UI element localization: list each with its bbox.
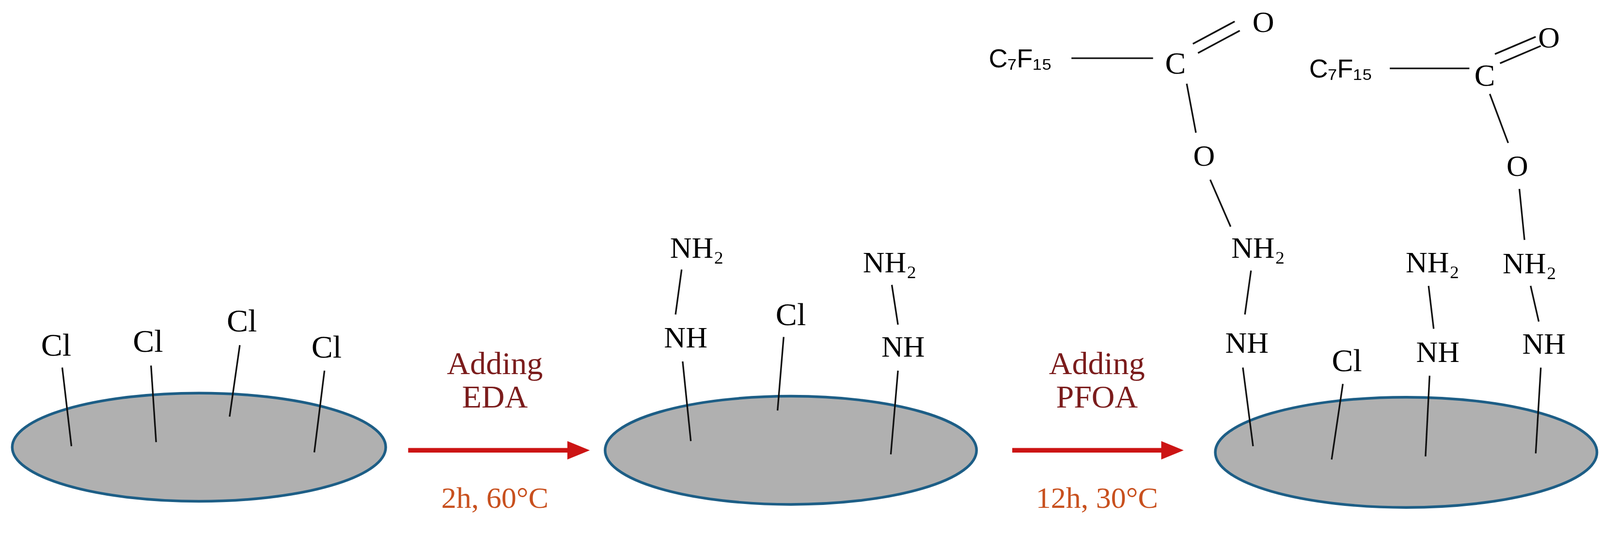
perfluoro-chain: C₇F₁₅ <box>988 44 1053 73</box>
amine-group: NH <box>881 331 926 363</box>
perfluoro-chain: C₇F₁₅ <box>1309 54 1373 83</box>
chlorine-group: Cl <box>132 324 163 358</box>
amine-group: NH₂ <box>1231 232 1286 264</box>
condition-label: 2h, 60°C <box>441 482 549 515</box>
amine-group: NH₂ <box>1502 247 1557 280</box>
particle <box>605 396 977 505</box>
step-label: Adding EDA <box>424 346 565 414</box>
oxygen-atom: O <box>1252 6 1275 39</box>
step-label: Adding PFOA <box>1026 346 1168 414</box>
reaction-arrows <box>407 440 1184 460</box>
amine-group: NH <box>1521 328 1566 361</box>
chlorine-group: Cl <box>311 330 342 364</box>
bonds <box>62 21 1541 460</box>
condition-label: 12h, 30°C <box>1035 482 1159 515</box>
amine-group: NH <box>1415 336 1460 368</box>
chlorine-group: Cl <box>226 303 257 338</box>
amine-group: NH₂ <box>670 232 724 264</box>
particle <box>1215 397 1598 508</box>
amine-group: NH₂ <box>862 246 917 279</box>
amine-group: NH₂ <box>1405 246 1460 279</box>
amine-group: NH <box>1225 327 1270 359</box>
chlorine-group: Cl <box>41 328 72 362</box>
chlorine-group: Cl <box>775 297 806 331</box>
carbon-atom: C <box>1165 47 1187 80</box>
oxygen-atom: O <box>1506 150 1529 183</box>
amine-group: NH <box>663 322 708 354</box>
oxygen-atom: O <box>1537 21 1560 54</box>
carbon-atom: C <box>1474 59 1496 92</box>
chlorine-group: Cl <box>1332 343 1363 377</box>
oxygen-atom: O <box>1193 140 1216 173</box>
particle <box>12 392 386 502</box>
